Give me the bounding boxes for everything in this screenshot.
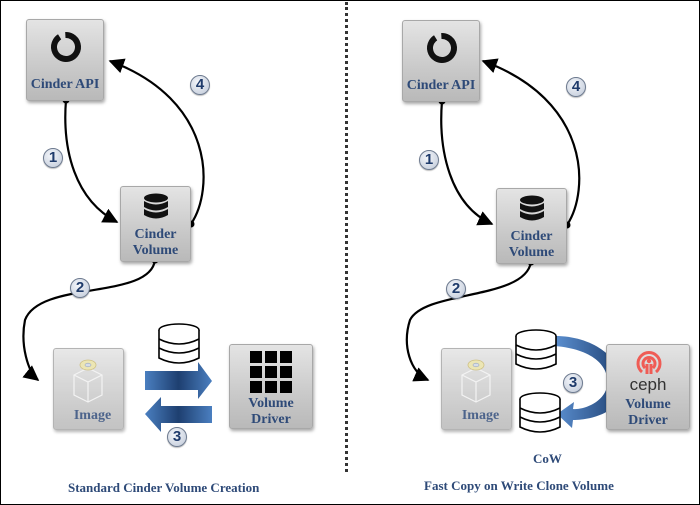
left-cinder-api-label: Cinder API	[30, 77, 100, 92]
right-step-badge-1: 1	[419, 150, 439, 170]
left-transfer-arrow-left	[145, 397, 212, 432]
left-cinder-volume-label-line2: Volume	[132, 243, 179, 258]
right-step-badge-2: 2	[446, 279, 466, 299]
database-icon	[520, 195, 544, 221]
ceph-brand-text: ceph	[629, 375, 667, 394]
right-cinder-api-label: Cinder API	[406, 78, 476, 93]
right-cinder-volume-node[interactable]: Cinder Volume	[496, 188, 567, 264]
left-transfer-arrow-right	[145, 362, 212, 399]
openstack-ring-icon	[51, 32, 81, 62]
right-step-badge-3: 3	[563, 373, 583, 393]
right-volume-driver-label-line1: Volume	[625, 397, 671, 412]
right-source-database-icon	[515, 329, 557, 370]
openstack-ring-icon	[427, 33, 457, 63]
image-cube-disc-icon	[73, 359, 103, 403]
right-panel-caption: Fast Copy on Write Clone Volume	[424, 478, 614, 493]
left-volume-database-icon	[158, 323, 200, 364]
left-image-node[interactable]: Image	[53, 348, 124, 430]
left-panel-caption: Standard Cinder Volume Creation	[68, 480, 260, 495]
left-step-badge-1: 1	[43, 148, 63, 168]
left-volume-driver-label-line2: Driver	[251, 412, 291, 427]
image-cube-disc-icon	[461, 359, 491, 403]
right-cinder-volume-label-line1: Cinder	[510, 229, 553, 244]
left-cinder-volume-label-line1: Cinder	[134, 227, 177, 242]
left-cinder-api-node[interactable]: Cinder API	[26, 19, 104, 101]
left-step-badge-3: 3	[167, 427, 187, 447]
right-cinder-api-node[interactable]: Cinder API	[402, 20, 480, 102]
right-step-badge-4: 4	[566, 77, 586, 97]
right-volume-driver-label-line2: Driver	[628, 413, 668, 428]
right-ceph-volume-driver-node[interactable]: ceph Volume Driver	[606, 344, 690, 430]
left-connector-step1	[62, 96, 119, 223]
database-icon	[144, 193, 168, 219]
right-connector-step1	[438, 97, 494, 226]
right-cinder-volume-label-line2: Volume	[508, 245, 555, 260]
left-cinder-volume-node[interactable]: Cinder Volume	[120, 186, 191, 262]
left-image-label: Image	[73, 408, 112, 423]
panel-divider	[345, 2, 348, 472]
cow-label: CoW	[533, 451, 562, 466]
right-image-label: Image	[461, 408, 500, 423]
left-step-badge-4: 4	[190, 75, 210, 95]
ceph-logo-icon	[636, 351, 662, 374]
left-volume-driver-node[interactable]: Volume Driver	[229, 344, 313, 429]
grid-blocks-icon	[250, 351, 292, 393]
right-image-node[interactable]: Image	[441, 348, 512, 430]
left-volume-driver-label-line1: Volume	[248, 396, 294, 411]
left-step-badge-2: 2	[70, 278, 90, 298]
right-clone-database-icon	[519, 392, 561, 433]
